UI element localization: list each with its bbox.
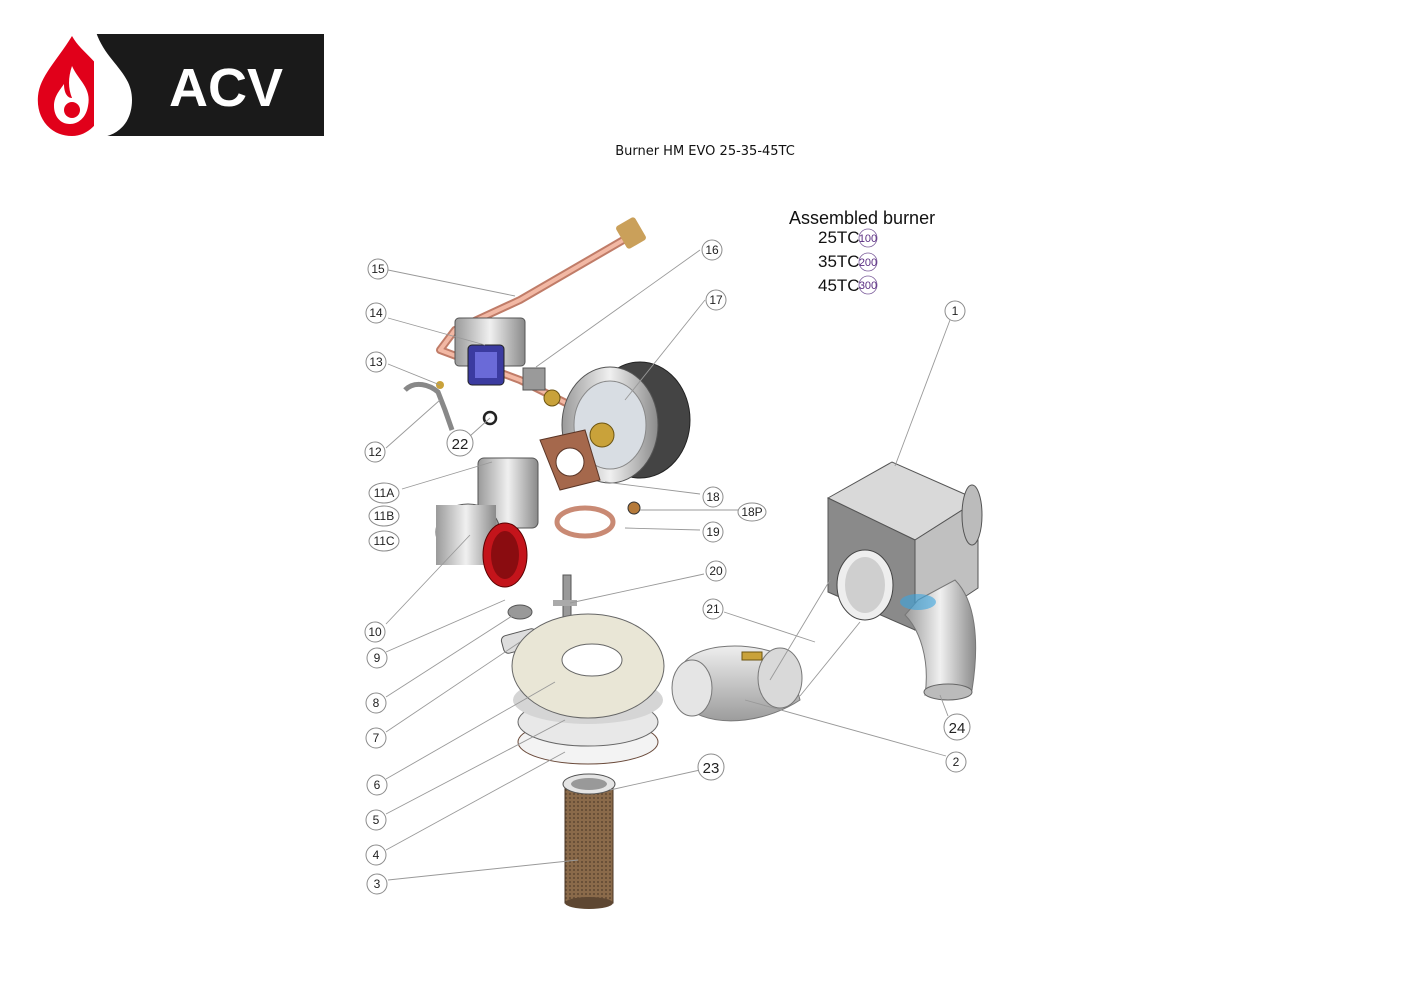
callout-13: 13 — [365, 351, 387, 373]
svg-text:11C: 11C — [373, 534, 394, 548]
page-title: Burner HM EVO 25-35-45TC — [615, 144, 795, 159]
callout-5: 5 — [365, 809, 387, 831]
svg-text:11B: 11B — [374, 509, 394, 523]
callout-11b: 11B — [368, 505, 400, 527]
svg-text:19: 19 — [706, 525, 720, 539]
model-25tc: 25TC 100 — [818, 228, 878, 248]
callout-20: 20 — [705, 560, 727, 582]
callout-7: 7 — [365, 727, 387, 749]
svg-text:100: 100 — [859, 233, 877, 245]
peephole — [507, 604, 533, 620]
svg-text:4: 4 — [373, 848, 380, 862]
burner-plate — [511, 613, 665, 765]
callout-1: 1 — [944, 300, 966, 322]
callout-18: 18 — [702, 486, 724, 508]
model-45tc: 45TC 300 — [818, 275, 878, 295]
svg-text:18P: 18P — [741, 505, 762, 519]
plug — [627, 501, 641, 515]
callout-6: 6 — [366, 774, 388, 796]
callout-12: 12 — [364, 441, 386, 463]
callout-4: 4 — [365, 844, 387, 866]
svg-text:Assembled burner: Assembled burner — [789, 208, 935, 228]
callout-19: 19 — [702, 521, 724, 543]
svg-text:22: 22 — [452, 436, 469, 453]
svg-text:14: 14 — [369, 306, 383, 320]
svg-text:13: 13 — [369, 355, 383, 369]
callout-23: 23 — [697, 753, 725, 781]
callout-11c: 11C — [368, 530, 400, 552]
callout-18p: 18P — [737, 502, 767, 522]
svg-text:6: 6 — [374, 778, 381, 792]
svg-text:12: 12 — [368, 445, 382, 459]
callout-21: 21 — [702, 598, 724, 620]
callout-14: 14 — [365, 302, 387, 324]
callout-17: 17 — [705, 289, 727, 311]
air-box — [435, 457, 539, 588]
callout-9: 9 — [366, 647, 388, 669]
callout-3: 3 — [366, 873, 388, 895]
svg-text:7: 7 — [373, 731, 380, 745]
svg-text:16: 16 — [705, 243, 719, 257]
svg-text:300: 300 — [859, 280, 877, 292]
svg-text:2: 2 — [953, 755, 960, 769]
ignition-cable — [403, 381, 455, 431]
leader-lines — [385, 249, 951, 881]
svg-text:24: 24 — [949, 720, 966, 737]
svg-text:9: 9 — [374, 651, 381, 665]
svg-text:3: 3 — [374, 877, 381, 891]
model-35tc: 35TC 200 — [818, 252, 878, 272]
assembled-burner-legend: Assembled burner 25TC 100 35TC 200 45TC … — [789, 208, 935, 295]
svg-text:11A: 11A — [374, 486, 394, 500]
svg-text:17: 17 — [709, 293, 723, 307]
fan — [561, 361, 691, 484]
brand-name: ACV — [169, 58, 283, 118]
callout-8: 8 — [365, 692, 387, 714]
callout-15: 15 — [367, 258, 389, 280]
svg-text:25TC: 25TC — [818, 228, 860, 247]
svg-text:15: 15 — [371, 262, 385, 276]
svg-text:18: 18 — [706, 490, 720, 504]
svg-text:21: 21 — [706, 602, 720, 616]
callout-11a: 11A — [368, 482, 400, 504]
svg-text:20: 20 — [709, 564, 723, 578]
svg-text:10: 10 — [368, 625, 382, 639]
seal-ring — [554, 505, 616, 539]
acv-logo: ACV — [37, 32, 324, 138]
o-ring — [482, 410, 498, 426]
elbow — [671, 645, 803, 722]
svg-text:200: 200 — [859, 257, 877, 269]
svg-text:23: 23 — [703, 760, 720, 777]
svg-text:45TC: 45TC — [818, 276, 860, 295]
callout-24: 24 — [943, 713, 971, 741]
svg-text:8: 8 — [373, 696, 380, 710]
air-duct — [900, 579, 977, 701]
svg-text:5: 5 — [373, 813, 380, 827]
callout-2: 2 — [945, 751, 967, 773]
gasket — [539, 429, 601, 491]
callout-16: 16 — [701, 239, 723, 261]
svg-text:35TC: 35TC — [818, 252, 860, 271]
svg-text:1: 1 — [952, 304, 959, 318]
callout-10: 10 — [364, 621, 386, 643]
gas-valve — [454, 317, 561, 407]
burner-tube — [562, 773, 616, 909]
callout-22: 22 — [446, 429, 474, 457]
